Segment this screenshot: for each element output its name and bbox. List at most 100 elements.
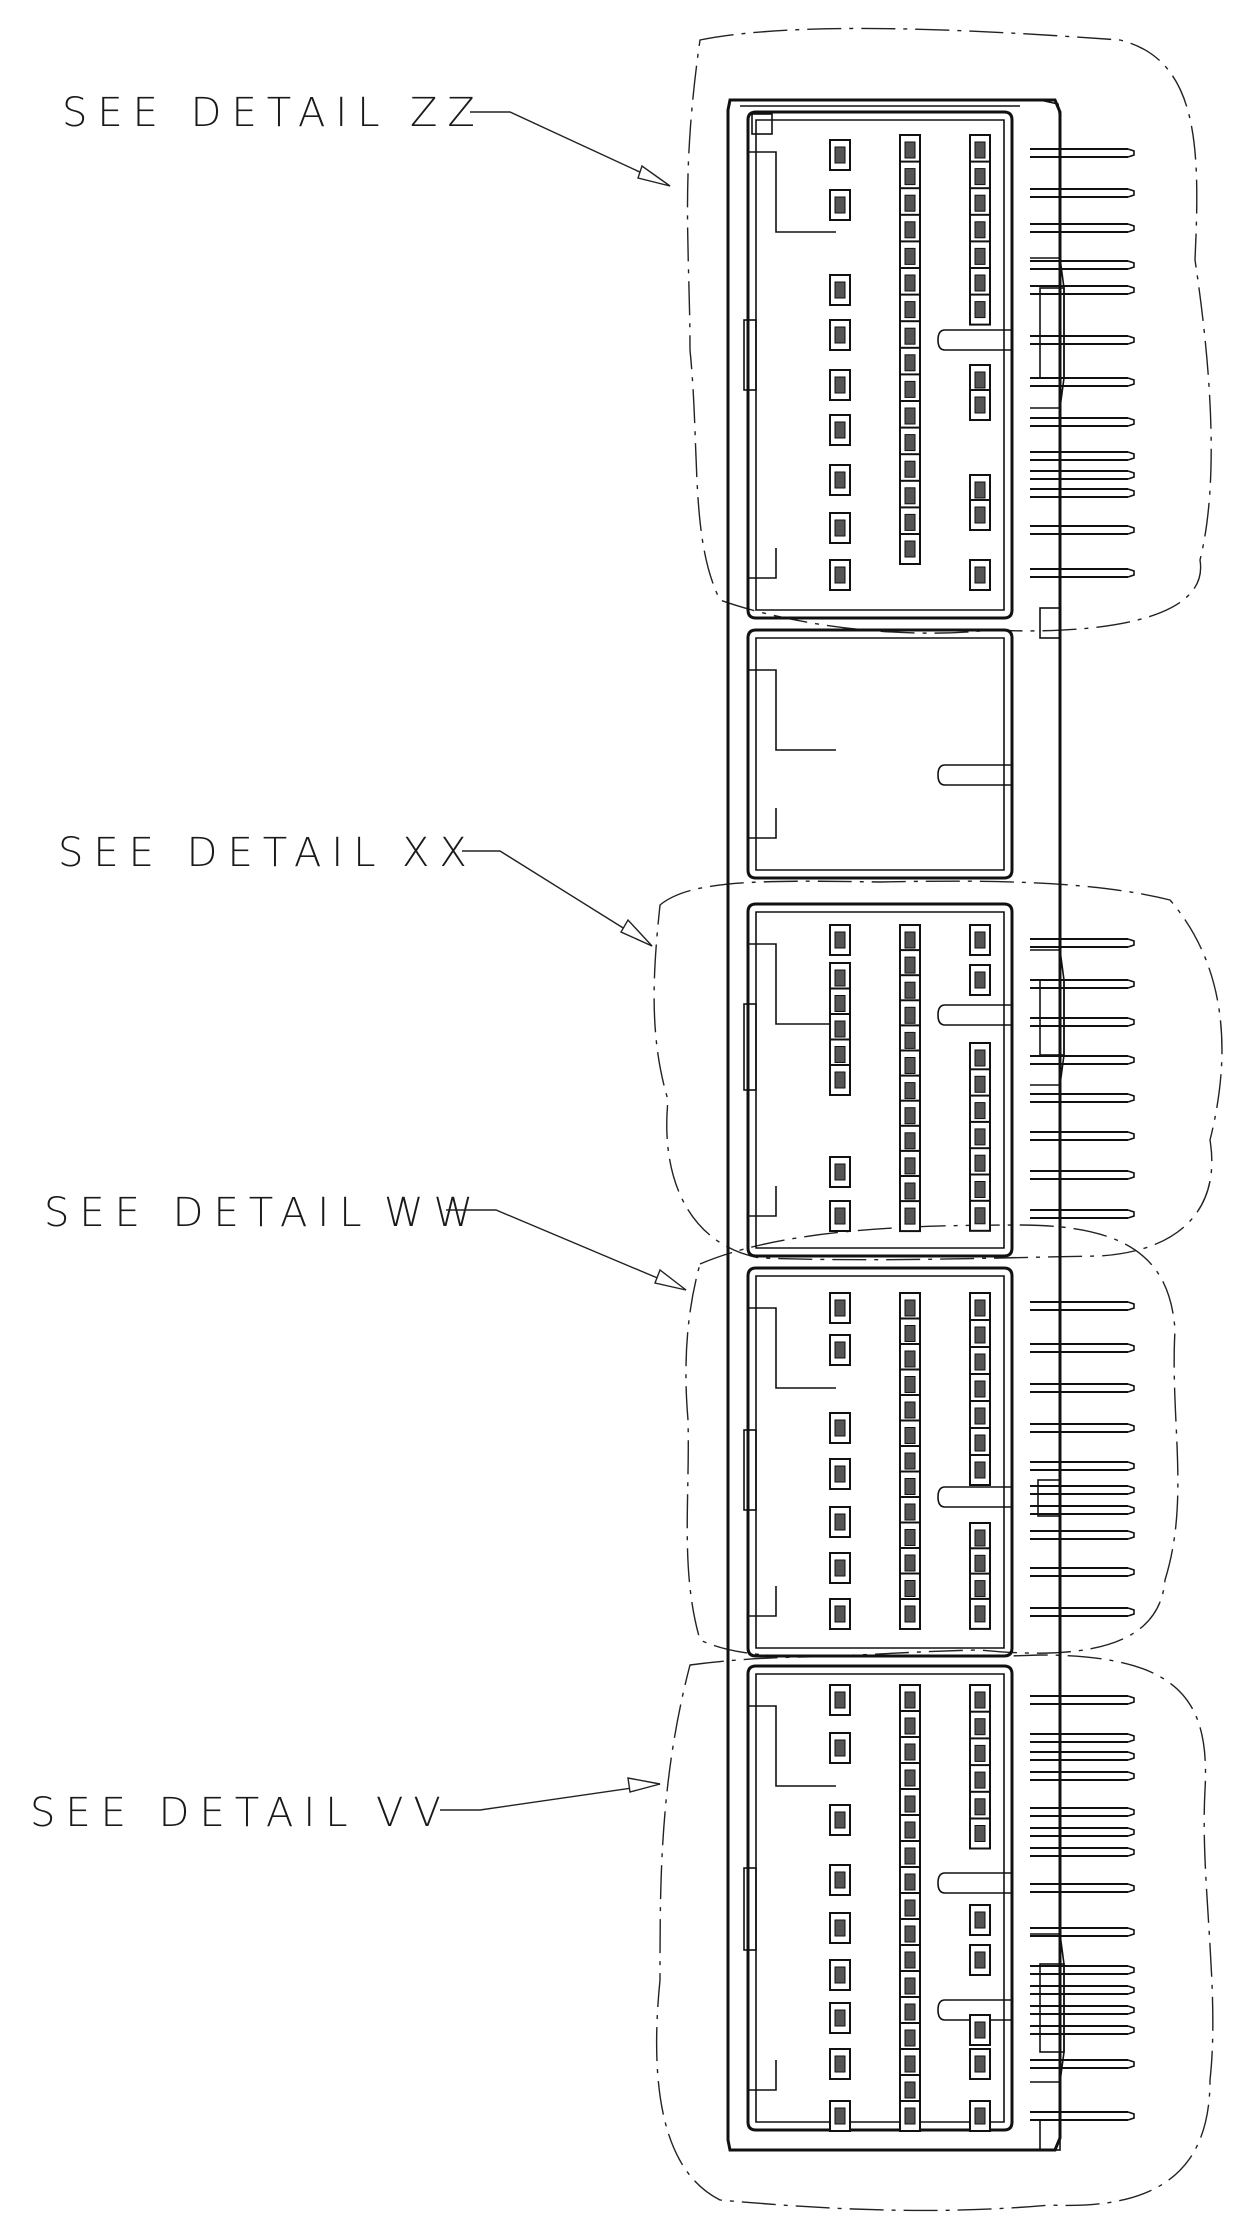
pin-lead-vv-tip bbox=[1127, 1771, 1135, 1781]
pin-cavity-vv-contact bbox=[834, 1871, 846, 1889]
housing-tab bbox=[1039, 99, 1061, 121]
pin-cavity-ww-contact bbox=[974, 1554, 986, 1572]
pin-cavity-zz-contact bbox=[834, 196, 846, 214]
pin-cavity-xx-contact bbox=[904, 1207, 916, 1225]
pin-lead-vv-tip bbox=[1127, 2005, 1135, 2015]
pin-cavity-zz-contact bbox=[904, 274, 916, 292]
pin-lead-vv-tip bbox=[1127, 2059, 1135, 2069]
key-slot bbox=[937, 1486, 1012, 1508]
pin-cavity-vv-contact bbox=[904, 1951, 916, 1969]
module-blank bbox=[746, 628, 1014, 880]
pin-cavity-vv-contact bbox=[904, 1847, 916, 1865]
module-zz-inner bbox=[755, 119, 1005, 611]
pin-lead-vv-tip bbox=[1127, 1751, 1135, 1761]
pin-cavity-xx-contact bbox=[904, 956, 916, 974]
pin-cavity-zz-contact bbox=[834, 146, 846, 164]
pin-cavity-vv-contact bbox=[974, 1825, 986, 1842]
pin-cavity-xx-contact bbox=[974, 1154, 986, 1172]
pin-lead-xx-tip bbox=[1127, 1131, 1135, 1141]
detail-cloud-zz bbox=[686, 27, 1212, 634]
detail-cloud-vv bbox=[655, 1654, 1214, 2212]
key-slot bbox=[937, 1004, 1012, 1026]
pin-cavity-zz-contact bbox=[904, 380, 916, 398]
callout-xx: SEE DETAIL XX bbox=[58, 830, 653, 947]
callout-zz-letters: ZZ bbox=[410, 90, 485, 136]
latch-rail bbox=[743, 1867, 757, 1951]
pin-cavity-vv-contact bbox=[904, 1691, 916, 1709]
pin-cavity-ww-contact bbox=[974, 1461, 986, 1479]
pin-lead-ww-tip bbox=[1127, 1505, 1135, 1515]
key-slot bbox=[937, 1999, 1012, 2021]
pin-lead-xx-tip bbox=[1127, 1170, 1135, 1180]
pin-cavity-zz-contact bbox=[974, 141, 986, 159]
latch-rail bbox=[743, 319, 757, 391]
pin-lead-vv-tip bbox=[1127, 1847, 1135, 1857]
pin-lead-ww-tip bbox=[1127, 1607, 1135, 1617]
pin-lead-ww-tip bbox=[1127, 1423, 1135, 1433]
pin-lead-zz-tip bbox=[1127, 470, 1135, 480]
housing-tab bbox=[1039, 607, 1061, 639]
standoff-block-face bbox=[1039, 287, 1065, 379]
pin-cavity-xx-contact bbox=[974, 1128, 986, 1146]
pin-cavity-vv-contact bbox=[904, 2003, 916, 2021]
pin-cavity-zz-contact bbox=[974, 221, 986, 239]
pin-cavity-zz-contact bbox=[834, 326, 846, 344]
pin-cavity-ww-contact bbox=[904, 1478, 916, 1495]
pin-lead-ww-tip bbox=[1127, 1461, 1135, 1471]
module-zz bbox=[746, 110, 1014, 620]
pin-cavity-ww-contact bbox=[904, 1605, 916, 1623]
pin-cavity-vv-contact bbox=[974, 1771, 986, 1789]
pin-cavity-xx-contact bbox=[904, 1107, 916, 1125]
pin-cavity-zz-contact bbox=[904, 354, 916, 372]
pin-cavity-xx-contact bbox=[904, 1182, 916, 1200]
pin-cavity-xx-contact bbox=[904, 931, 916, 949]
pin-lead-xx-tip bbox=[1127, 979, 1135, 989]
pin-cavity-ww-contact bbox=[904, 1554, 916, 1572]
pin-cavity-zz-contact bbox=[904, 327, 916, 345]
callout-zz: SEE DETAIL ZZ bbox=[62, 90, 671, 187]
pin-cavity-xx-contact bbox=[974, 1049, 986, 1067]
pin-cavity-vv-contact bbox=[974, 2055, 986, 2073]
pin-lead-zz-tip bbox=[1127, 285, 1135, 295]
pin-cavity-vv-contact bbox=[904, 1873, 916, 1891]
pin-cavity-zz-contact bbox=[904, 487, 916, 505]
module-vv-inner bbox=[755, 1673, 1005, 2123]
pin-cavity-zz-contact bbox=[834, 421, 846, 439]
callout-ww-text: SEE DETAIL bbox=[44, 1190, 372, 1236]
pin-cavity-xx-contact bbox=[904, 1082, 916, 1100]
pin-cavity-ww-contact bbox=[834, 1559, 846, 1577]
pin-lead-ww-tip bbox=[1127, 1567, 1135, 1577]
pin-cavity-xx-contact bbox=[834, 1046, 846, 1063]
pin-lead-zz-tip bbox=[1127, 451, 1135, 461]
pin-cavity-xx-contact bbox=[834, 1020, 846, 1038]
module-zz-notch bbox=[748, 548, 777, 579]
pin-cavity-xx-contact bbox=[974, 931, 986, 949]
module-ww-inner bbox=[755, 1275, 1005, 1649]
pin-cavity-xx-contact bbox=[904, 1157, 916, 1175]
pin-lead-vv-tip bbox=[1127, 1807, 1135, 1817]
pin-cavity-zz-contact bbox=[904, 460, 916, 478]
pin-lead-vv-tip bbox=[1127, 1927, 1135, 1937]
pin-cavity-zz-contact bbox=[974, 247, 986, 265]
pin-lead-ww-tip bbox=[1127, 1301, 1135, 1311]
module-ww-notch bbox=[748, 1586, 777, 1617]
detail-cloud-xx bbox=[653, 880, 1223, 1261]
pin-cavity-zz-contact bbox=[974, 168, 986, 186]
pin-cavity-ww-contact bbox=[974, 1299, 986, 1317]
pin-cavity-vv-contact bbox=[974, 1718, 986, 1736]
pin-lead-ww-tip bbox=[1127, 1485, 1135, 1495]
pin-cavity-vv-contact bbox=[834, 1739, 846, 1757]
pin-cavity-ww-contact bbox=[904, 1350, 916, 1368]
pin-cavity-vv-contact bbox=[904, 2107, 916, 2125]
pin-cavity-ww-contact bbox=[904, 1580, 916, 1597]
pin-cavity-zz-contact bbox=[904, 194, 916, 212]
pin-cavity-xx-contact bbox=[834, 1207, 846, 1225]
pin-lead-vv-tip bbox=[1127, 1733, 1135, 1743]
pin-cavity-ww-contact bbox=[904, 1325, 916, 1342]
callout-vv-text: SEE DETAIL bbox=[30, 1790, 358, 1836]
module-zz-notch bbox=[748, 151, 836, 233]
pin-cavity-xx-contact bbox=[904, 1057, 916, 1074]
pin-cavity-vv-contact bbox=[904, 1925, 916, 1943]
pin-cavity-ww-contact bbox=[904, 1452, 916, 1470]
pin-lead-zz-tip bbox=[1127, 260, 1135, 270]
